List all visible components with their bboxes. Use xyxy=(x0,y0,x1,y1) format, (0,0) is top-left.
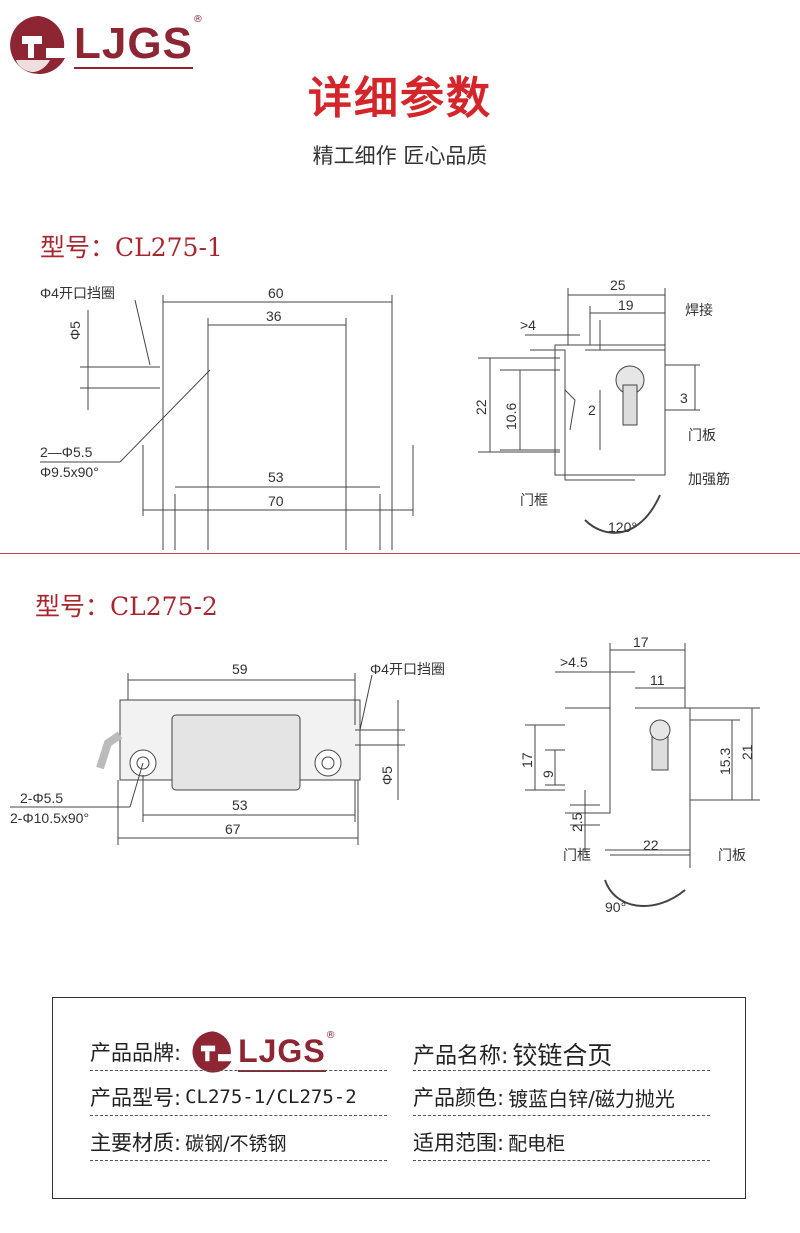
spec-color: 产品颜色: 镀蓝白锌/磁力抛光 xyxy=(413,1082,675,1112)
spec-model: 产品型号: CL275-1/CL275-2 xyxy=(90,1082,357,1112)
dim-15-3: 15.3 xyxy=(717,748,733,775)
dim-3: 3 xyxy=(680,390,688,406)
spec-name: 产品名称: 铰链合页 xyxy=(413,1036,612,1072)
spec-table: 产品品牌: LJGS ® 产品名称: 铰链合页 产品型号: CL275-1/CL… xyxy=(52,997,746,1199)
dim-10-6: 10.6 xyxy=(503,403,519,430)
dim-70: 70 xyxy=(268,493,284,509)
dim-25: 25 xyxy=(610,277,626,293)
hole-dia-label: 2-Φ5.5 xyxy=(20,790,63,806)
dim-36: 36 xyxy=(266,308,282,324)
name-value: 铰链合页 xyxy=(512,1041,613,1070)
dim-2: 2 xyxy=(588,402,596,418)
cl275-2-drawing: 59 Φ4开口挡圈 Φ5 53 67 2-Φ5.5 2-Φ10.5x90° 17… xyxy=(10,634,760,915)
door-frame-label: 门框 xyxy=(520,492,548,508)
spec-material: 主要材质: 碳钢/不锈钢 xyxy=(90,1127,286,1157)
dim-67: 67 xyxy=(225,821,241,837)
divider xyxy=(413,1160,710,1161)
cl275-2-dimension-labels: 59 Φ4开口挡圈 Φ5 53 67 2-Φ5.5 2-Φ10.5x90° 17… xyxy=(10,634,755,915)
dim-17: 17 xyxy=(633,634,649,650)
divider xyxy=(90,1160,387,1161)
dim-9: 9 xyxy=(540,770,556,778)
divider xyxy=(90,1070,387,1071)
dim-59: 59 xyxy=(232,661,248,677)
dim-22: 22 xyxy=(473,399,489,415)
color-value: 镀蓝白锌/磁力抛光 xyxy=(508,1086,675,1111)
door-panel-label: 门板 xyxy=(688,427,716,443)
spec-scope: 适用范围: 配电柜 xyxy=(413,1127,565,1157)
spec-brand: 产品品牌: LJGS ® xyxy=(90,1030,336,1074)
countersink-label: 2-Φ10.5x90° xyxy=(10,810,89,826)
model-value: CL275-1/CL275-2 xyxy=(185,1086,357,1108)
pin-dia-label: Φ5 xyxy=(379,766,395,785)
material-value: 碳钢/不锈钢 xyxy=(185,1132,287,1155)
page-subtitle: 精工细作 匠心品质 xyxy=(312,144,488,168)
retaining-ring-label: Φ4开口挡圈 xyxy=(40,285,115,301)
angle-label: 120° xyxy=(608,519,637,535)
divider xyxy=(413,1115,710,1116)
door-panel-label: 门板 xyxy=(718,847,746,863)
dim-53: 53 xyxy=(268,469,284,485)
dim-22: 22 xyxy=(643,837,659,853)
dim-gt4: >4 xyxy=(520,317,536,333)
model-label: 产品型号: xyxy=(90,1086,182,1110)
registered-mark: ® xyxy=(325,1030,336,1041)
color-label: 产品颜色: xyxy=(413,1086,505,1110)
logo-emblem-icon xyxy=(192,1031,232,1073)
countersink-label: Φ9.5x90° xyxy=(40,464,99,480)
logo-emblem-icon xyxy=(10,16,65,74)
material-label: 主要材质: xyxy=(90,1131,182,1155)
dim-53: 53 xyxy=(232,797,248,813)
dim-11: 11 xyxy=(650,672,665,688)
section-divider xyxy=(0,553,800,554)
weld-label: 焊接 xyxy=(685,302,713,318)
brand-logo: LJGS ® xyxy=(8,14,203,76)
cl275-1-drawing: 60 36 53 70 Φ4开口挡圈 Φ5 2—Φ5.5 Φ9.5x90° 25… xyxy=(40,277,730,550)
dim-v17: 17 xyxy=(519,752,535,768)
spec-brand-logo: LJGS ® xyxy=(191,1030,336,1074)
door-frame-label: 门框 xyxy=(563,847,591,863)
logo-text: LJGS xyxy=(74,19,193,69)
scope-value: 配电柜 xyxy=(508,1132,566,1155)
hole-dia-label: 2—Φ5.5 xyxy=(40,444,93,460)
model-1-label: 型号：CL275-1 xyxy=(40,233,223,262)
dim-gt4-5: >4.5 xyxy=(560,654,588,670)
logo-text: LJGS xyxy=(238,1033,326,1072)
angle-label: 90° xyxy=(605,899,626,915)
cl275-1-dimension-labels: 60 36 53 70 Φ4开口挡圈 Φ5 2—Φ5.5 Φ9.5x90° 25… xyxy=(40,277,730,535)
rib-label: 加强筋 xyxy=(688,471,730,487)
retaining-ring-label: Φ4开口挡圈 xyxy=(370,661,445,677)
brand-label: 产品品牌: xyxy=(90,1041,182,1065)
model-2-label: 型号：CL275-2 xyxy=(35,592,218,621)
divider xyxy=(90,1115,387,1116)
scope-label: 适用范围: xyxy=(413,1131,505,1155)
divider xyxy=(413,1070,710,1071)
page-title: 详细参数 xyxy=(308,73,492,124)
pin-dia-label: Φ5 xyxy=(67,321,83,340)
registered-mark: ® xyxy=(192,14,203,25)
dim-19: 19 xyxy=(618,297,634,313)
dim-60: 60 xyxy=(268,285,284,301)
name-label: 产品名称: xyxy=(413,1044,509,1069)
dim-2-5: 2.5 xyxy=(569,812,585,832)
dim-21: 21 xyxy=(739,744,755,760)
